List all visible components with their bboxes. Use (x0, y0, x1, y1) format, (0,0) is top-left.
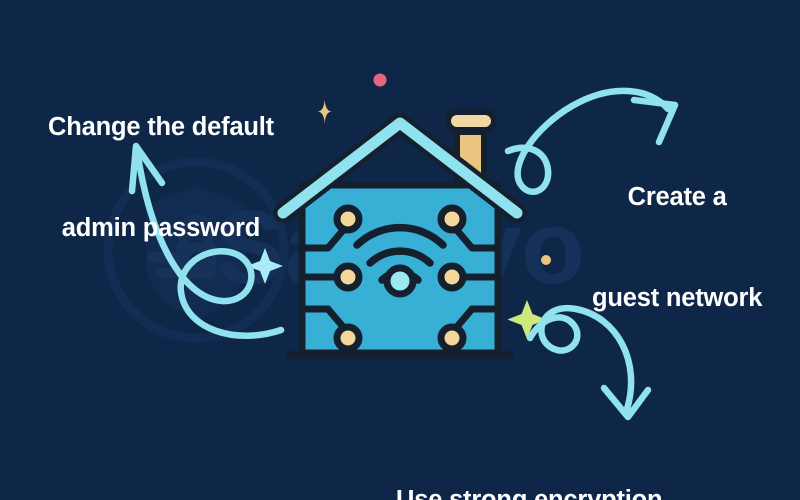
arrow-to-encryption (526, 304, 652, 421)
sparkle-cyan-decoration (247, 248, 283, 284)
callout-line-1: Change the default (48, 113, 274, 142)
star-tan-decoration (317, 99, 333, 124)
watermark-logo-icon (103, 157, 289, 343)
callout-create-guest-network: Create a guest network (592, 114, 762, 383)
roof (277, 117, 523, 219)
wifi-center-node (383, 264, 417, 298)
callout-use-strong-encryption: Use strong encryption (396, 417, 663, 500)
callout-line-2: admin password (61, 214, 261, 243)
circuit-node-icon (333, 204, 467, 353)
arrow-to-guest-network (504, 87, 679, 195)
callout-change-default-admin-password: Change the default admin password (48, 44, 274, 313)
callout-line-1: Create a (627, 183, 727, 212)
arrow-to-change-password (128, 142, 285, 339)
dot-pink-decoration (373, 73, 387, 87)
house-icon (273, 109, 527, 359)
callout-line-1: Use strong encryption (396, 484, 663, 500)
dot-tan-decoration (541, 255, 551, 265)
sparkle-green-decoration (507, 300, 547, 339)
callout-line-2: guest network (592, 284, 763, 313)
